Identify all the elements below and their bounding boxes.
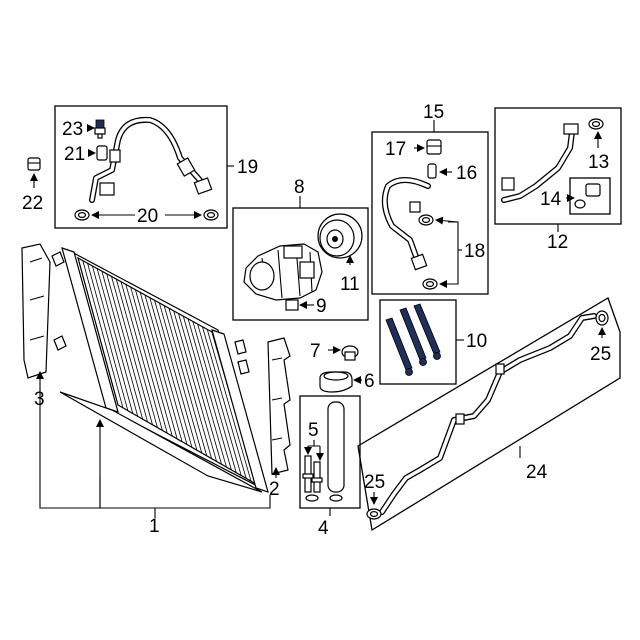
callout-16: 16 <box>456 163 477 184</box>
o-ring-drier-1 <box>305 494 319 502</box>
o-ring-25-upper <box>595 310 609 326</box>
condenser-fin <box>96 268 139 417</box>
valve-core-16 <box>427 163 437 179</box>
callout-25-upper: 25 <box>590 344 611 365</box>
callout-18: 18 <box>464 241 485 262</box>
condenser-fin <box>192 321 237 473</box>
condenser-fin <box>163 305 208 456</box>
callout-13: 13 <box>588 152 609 173</box>
callout-3: 3 <box>34 389 45 410</box>
callout-6: 6 <box>364 371 375 392</box>
compressor <box>243 243 323 301</box>
bracket-6 <box>319 371 353 393</box>
callout-17: 17 <box>385 139 406 160</box>
callout-1: 1 <box>149 516 160 537</box>
condenser-fin <box>158 302 203 454</box>
condenser-fin <box>139 292 183 442</box>
condenser-fin <box>125 284 168 434</box>
hose-19 <box>89 116 213 203</box>
o-ring-13 <box>588 118 604 130</box>
valve-14 <box>574 183 601 209</box>
condenser-fin <box>130 286 173 437</box>
box-bolts-10 <box>379 299 457 385</box>
condenser-fin <box>173 310 217 462</box>
condenser-fin <box>154 300 198 451</box>
valve-core-21 <box>96 145 108 161</box>
condenser-fin <box>168 308 213 459</box>
plug-5-left <box>302 455 314 493</box>
box-hose-15 <box>371 131 489 295</box>
condenser-fin <box>87 263 129 411</box>
right-baffle <box>267 337 291 475</box>
cap-22 <box>27 157 41 171</box>
condenser-fin <box>197 323 242 476</box>
callout-8: 8 <box>294 177 305 198</box>
callout-11: 11 <box>340 274 360 295</box>
callout-2: 2 <box>269 479 280 500</box>
line-24 <box>379 313 597 515</box>
cap-17 <box>426 139 442 155</box>
clutch-pulley-11 <box>317 213 363 259</box>
callout-25-lower: 25 <box>364 472 385 493</box>
callout-4: 4 <box>318 518 329 539</box>
condenser-fin <box>149 297 193 448</box>
condenser-fin <box>111 276 153 425</box>
callout-19: 19 <box>237 157 258 178</box>
condenser-fin <box>206 329 252 482</box>
callout-15: 15 <box>423 102 444 123</box>
callout-7: 7 <box>310 341 321 362</box>
callout-21: 21 <box>64 144 85 165</box>
callout-22: 22 <box>22 193 43 214</box>
callout-10: 10 <box>466 331 487 352</box>
o-ring-20-right <box>203 209 219 221</box>
condenser-assembly <box>51 247 269 493</box>
condenser-fins <box>77 257 257 485</box>
callout-5: 5 <box>308 420 319 441</box>
condenser-fin <box>91 265 134 414</box>
callout-24: 24 <box>526 462 548 483</box>
condenser-fin <box>178 313 222 465</box>
o-ring-20-left <box>74 209 90 221</box>
line-12 <box>501 123 579 203</box>
drier-4 <box>327 401 345 493</box>
o-ring-25-lower <box>366 508 382 520</box>
bolt-set-10 <box>385 303 441 376</box>
condenser-fin <box>135 289 178 439</box>
condenser-fin <box>182 316 227 468</box>
condenser-fin <box>144 294 188 445</box>
condenser-fin <box>120 281 163 431</box>
pressure-switch-23 <box>94 119 106 139</box>
hose-15 <box>381 177 431 271</box>
condenser-fin <box>115 279 158 428</box>
callout-9: 9 <box>316 296 327 317</box>
o-ring-18-lower <box>422 278 438 290</box>
condenser-fin <box>77 257 119 406</box>
plug-5-right <box>311 461 323 493</box>
switch-9 <box>285 299 299 311</box>
callout-12: 12 <box>547 232 568 253</box>
box-hose-19 <box>54 105 228 229</box>
left-baffle <box>21 243 51 379</box>
callout-14: 14 <box>540 189 562 210</box>
condenser-fin <box>82 260 124 408</box>
condenser-fin <box>101 271 144 420</box>
o-ring-drier-2 <box>329 494 343 502</box>
grommet-7 <box>341 345 359 361</box>
o-ring-18-upper <box>418 214 434 226</box>
condenser-fin <box>187 318 232 471</box>
callout-20: 20 <box>137 206 158 227</box>
condenser-fin <box>202 326 247 479</box>
condenser-fin <box>106 273 148 423</box>
callout-23: 23 <box>62 119 83 140</box>
